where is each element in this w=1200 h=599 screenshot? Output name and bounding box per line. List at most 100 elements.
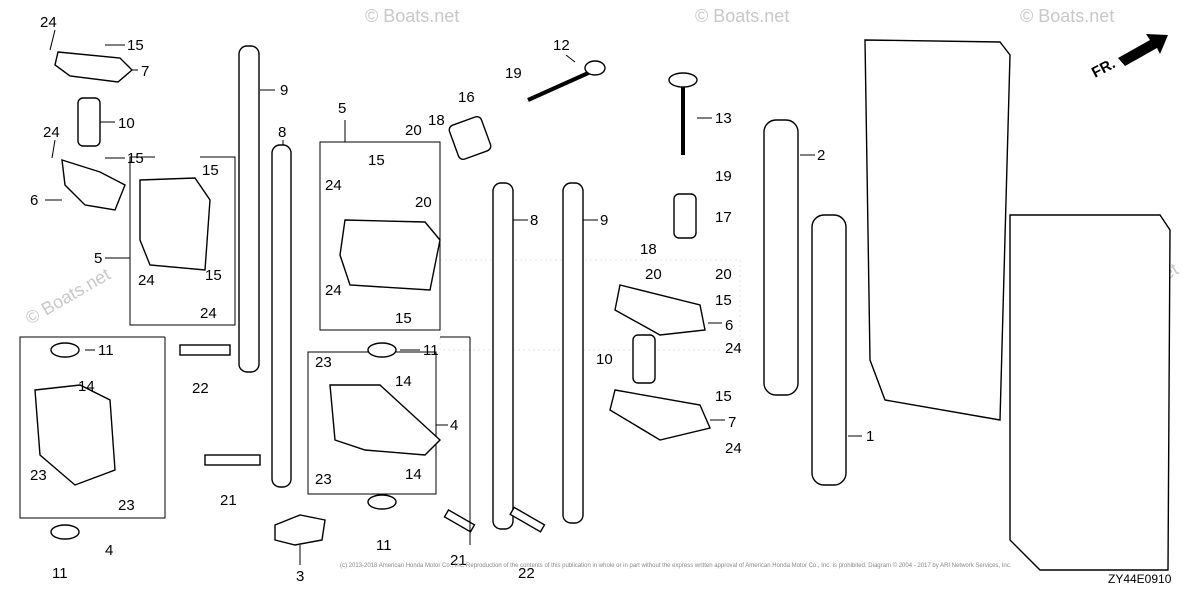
callout-label: 2 xyxy=(817,147,825,164)
rocker-arm-6-center xyxy=(614,284,706,336)
leader-lines xyxy=(45,29,862,565)
callout-label: 23 xyxy=(30,467,47,484)
cylinder-head-rear xyxy=(864,39,1011,421)
callout-label: 15 xyxy=(368,152,385,169)
callout-label: 5 xyxy=(338,100,346,117)
callout-label: 6 xyxy=(30,192,38,209)
callout-label: 24 xyxy=(325,177,342,194)
fasteners xyxy=(50,342,546,546)
springs xyxy=(77,97,697,384)
direction-label: FR. xyxy=(1089,55,1118,81)
callout-label: 19 xyxy=(715,168,732,185)
spring-16 xyxy=(448,115,492,161)
callout-label: 19 xyxy=(505,65,522,82)
callout-label: 24 xyxy=(40,14,57,31)
cylinder-heads xyxy=(864,39,1171,571)
callout-label: 23 xyxy=(118,497,135,514)
callout-label: 24 xyxy=(725,340,742,357)
rocker-arms xyxy=(34,51,711,486)
valves xyxy=(527,60,698,155)
callout-label: 11 xyxy=(423,342,439,359)
bolt-21-left xyxy=(204,454,261,466)
callout-label: 10 xyxy=(118,115,135,132)
valve-12 xyxy=(527,68,596,102)
callout-label: 23 xyxy=(315,354,332,371)
washer-11-upper-center xyxy=(367,342,397,358)
callout-label: 17 xyxy=(715,209,732,226)
camshaft-1 xyxy=(811,214,847,486)
callout-label: 14 xyxy=(78,378,95,395)
callout-label: 8 xyxy=(530,212,538,229)
callout-label: 18 xyxy=(428,112,445,129)
callout-label: 20 xyxy=(645,266,662,283)
callout-label: 18 xyxy=(640,241,657,258)
rocker-arm-assembly-5-left xyxy=(139,177,211,271)
rocker-arm-assembly-5-center xyxy=(339,219,441,291)
camshafts xyxy=(763,119,847,486)
callout-label: 3 xyxy=(296,568,304,585)
callout-label: 15 xyxy=(127,150,144,167)
rocker-arm-assembly-4-center xyxy=(329,384,442,456)
rocker-shaft-8-left xyxy=(271,144,292,488)
group-box-4-left xyxy=(19,336,166,519)
holder-3 xyxy=(274,514,326,546)
callout-label: 20 xyxy=(715,266,732,283)
callout-label: 15 xyxy=(715,292,732,309)
watermark: © Boats.net xyxy=(695,6,789,26)
callout-label: 5 xyxy=(94,250,102,267)
callout-label: 23 xyxy=(315,471,332,488)
cylinder-head-front xyxy=(1009,214,1171,571)
bolt-22-left xyxy=(179,344,231,356)
callout-label: 6 xyxy=(725,317,733,334)
callout-label: 11 xyxy=(98,342,114,359)
callout-label: 24 xyxy=(325,282,342,299)
callout-label: 9 xyxy=(280,82,288,99)
group-box-5-left xyxy=(129,156,236,326)
callout-label: 4 xyxy=(105,542,113,559)
callout-label: 24 xyxy=(138,272,155,289)
rocker-arm-assembly-4-left xyxy=(34,384,116,486)
callout-label: 15 xyxy=(127,37,144,54)
rocker-shaft-9-left xyxy=(238,45,260,373)
front-direction-indicator: FR. xyxy=(1089,34,1168,82)
front-arrow-icon xyxy=(1118,34,1168,66)
callout-labels: 24 15 7 10 24 15 6 15 5 24 15 24 9 8 5 1… xyxy=(30,14,874,585)
callout-label: 21 xyxy=(450,552,467,569)
callout-label: 22 xyxy=(192,380,209,397)
diagram-code: ZY44E0910 xyxy=(1108,572,1172,586)
callout-label: 11 xyxy=(376,537,392,554)
spring-10-left xyxy=(77,97,101,147)
callout-label: 20 xyxy=(415,194,432,211)
camshaft-2 xyxy=(763,119,799,396)
callout-label: 24 xyxy=(725,440,742,457)
watermark: © Boats.net xyxy=(365,6,459,26)
washer-11-upper-left xyxy=(50,342,80,358)
washer-11-lower-center xyxy=(367,494,397,510)
callout-label: 21 xyxy=(220,492,237,509)
callout-label: 15 xyxy=(205,267,222,284)
callout-label: 16 xyxy=(458,89,475,106)
callout-label: 14 xyxy=(395,373,412,390)
rocker-arm-6-left xyxy=(61,159,126,211)
bolt-22-center xyxy=(509,506,546,533)
callout-label: 15 xyxy=(202,162,219,179)
callout-label: 8 xyxy=(278,124,286,141)
watermark: © Boats.net xyxy=(22,264,114,328)
bolt-21-center xyxy=(443,508,476,533)
group-box-5-center xyxy=(319,141,441,331)
callout-label: 20 xyxy=(405,122,422,139)
callout-label: 10 xyxy=(596,351,613,368)
callout-label: 1 xyxy=(866,428,874,445)
valve-13-head xyxy=(668,72,698,88)
copyright-notice: (c) 2013-2018 American Honda Motor Co., … xyxy=(340,562,1012,569)
callout-label: 24 xyxy=(200,305,217,322)
callout-label: 9 xyxy=(600,212,608,229)
callout-label: 12 xyxy=(553,37,570,54)
rocker-shaft-9-center xyxy=(562,182,584,524)
watermark: © Boats.net xyxy=(1020,6,1114,26)
callout-label: 13 xyxy=(715,110,732,127)
rocker-shaft-8-center xyxy=(492,182,514,530)
callout-label: 7 xyxy=(141,63,149,80)
callout-label: 15 xyxy=(395,310,412,327)
